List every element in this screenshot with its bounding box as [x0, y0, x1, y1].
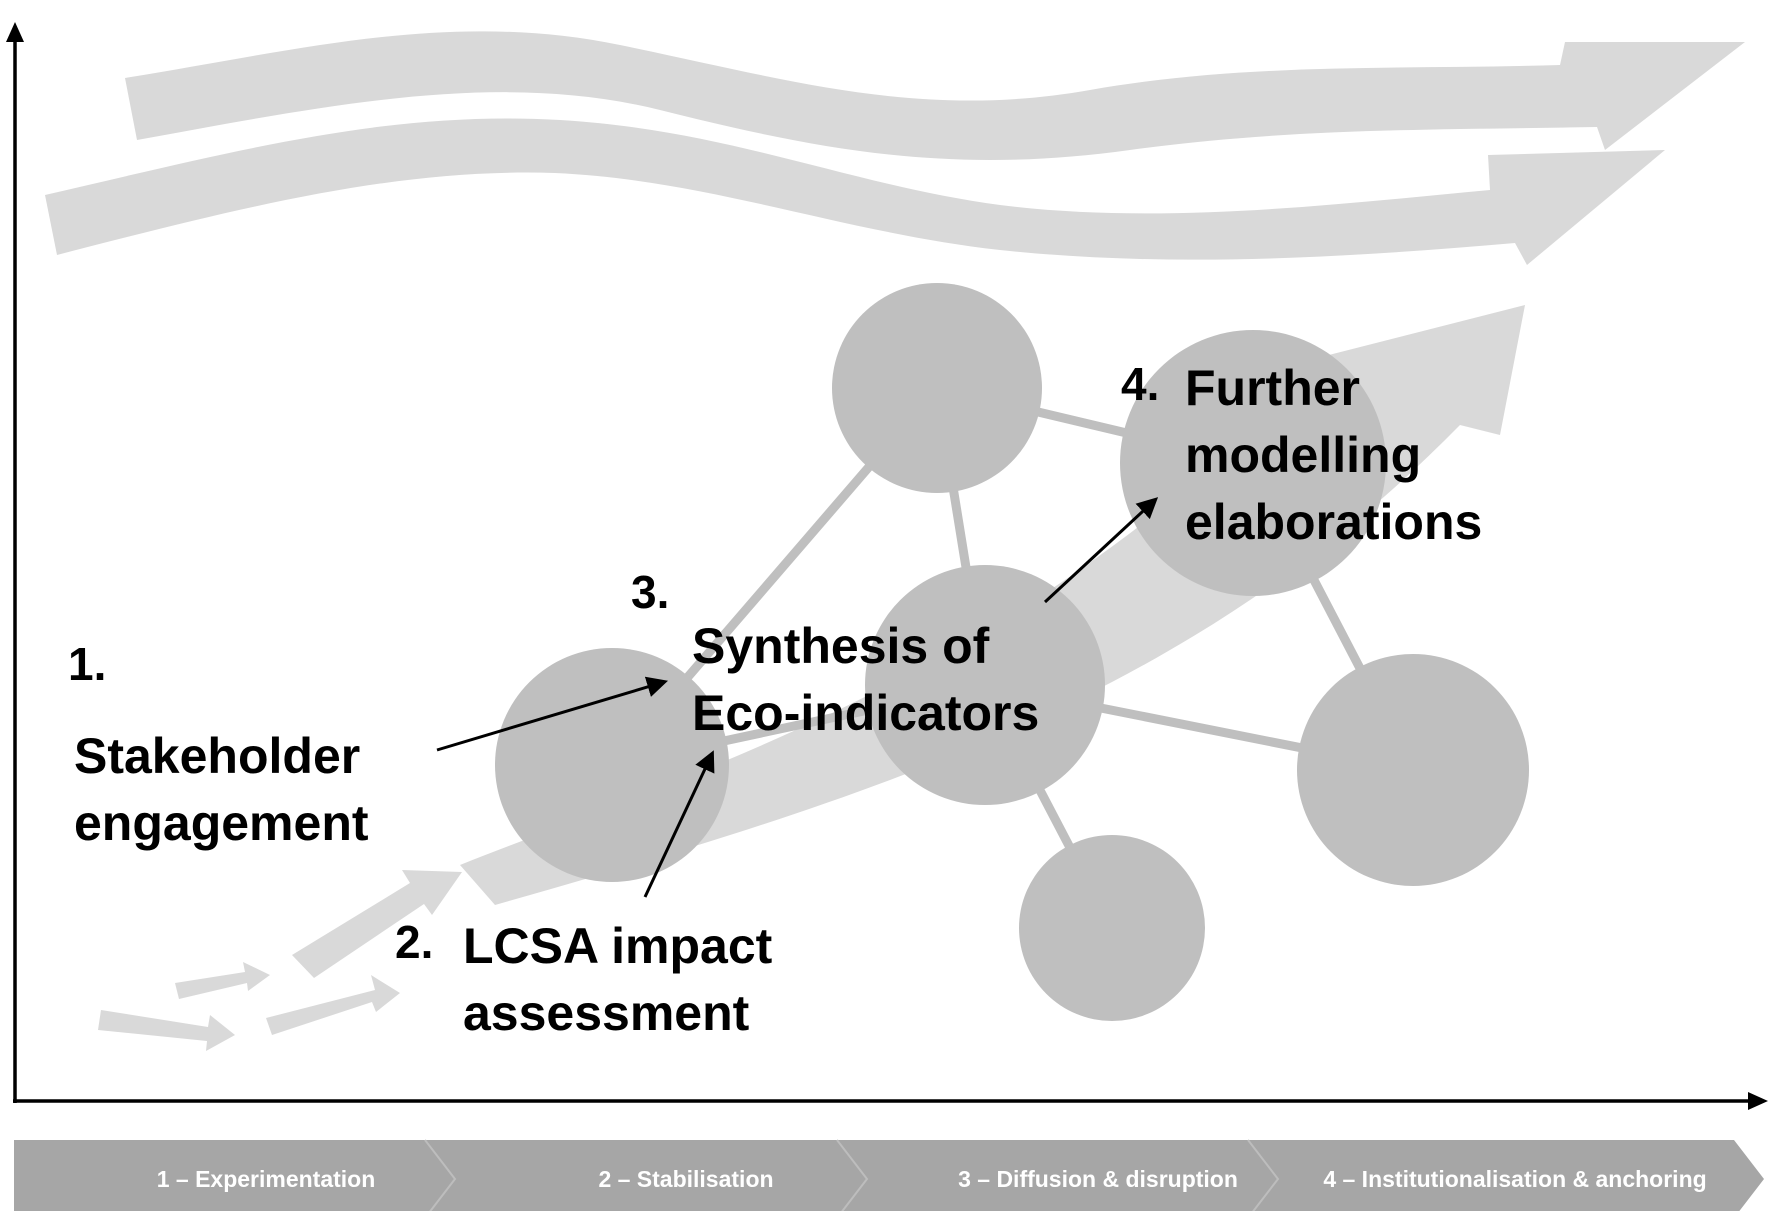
step-2-label-line-1: LCSA impact: [463, 918, 773, 974]
step-4-number: 4.: [1121, 358, 1159, 410]
phase-label-2: 2 – Stabilisation: [598, 1166, 773, 1192]
node-upper-right: [1120, 330, 1386, 596]
node-center: [865, 565, 1105, 805]
step-2-number: 2.: [395, 916, 433, 968]
step-1-label-line-2: engagement: [74, 795, 369, 851]
step-3-number: 3.: [631, 566, 669, 618]
axes: [6, 22, 1768, 1110]
node-right: [1297, 654, 1529, 886]
step-1-label-line-1: Stakeholder: [74, 728, 360, 784]
node-top: [832, 283, 1042, 493]
pointer-arrow-3-to-4: [1043, 497, 1159, 604]
step-4-label-line-1: Further: [1185, 360, 1360, 416]
step-4-label-line-3: elaborations: [1185, 494, 1482, 550]
landscape-arrows: [45, 31, 1745, 265]
phase-label-4: 4 – Institutionalisation & anchoring: [1323, 1166, 1706, 1192]
phase-label-1: 1 – Experimentation: [157, 1166, 376, 1192]
step-3-label-line-1: Synthesis of: [692, 618, 990, 674]
step-2-label-line-2: assessment: [463, 985, 750, 1041]
phase-bar: 1 – Experimentation 2 – Stabilisation 3 …: [14, 1139, 1764, 1211]
phase-segment-4: [1248, 1140, 1764, 1211]
phase-segment-1: [14, 1140, 455, 1211]
phase-segment-3: [837, 1140, 1278, 1211]
pointer-arrows: [436, 497, 1159, 898]
network-nodes: [495, 283, 1529, 1021]
pointer-arrow-2-to-3: [643, 750, 715, 898]
step-1-number: 1.: [68, 638, 106, 690]
step-4-label-line-2: modelling: [1185, 427, 1421, 483]
phase-dividers: [424, 1139, 1280, 1211]
step-3-label-line-2: Eco-indicators: [692, 685, 1039, 741]
niche-arrow-3: [266, 975, 400, 1035]
niche-arrow-2: [175, 962, 270, 999]
landscape-arrow-upper: [125, 31, 1745, 161]
niche-arrow-4: [292, 870, 462, 978]
landscape-arrow-lower: [45, 118, 1665, 265]
step-labels: 1. Stakeholder engagement 2. LCSA impact…: [68, 358, 1482, 1041]
niche-arrow-1: [98, 1010, 235, 1051]
phase-label-3: 3 – Diffusion & disruption: [958, 1166, 1238, 1192]
phase-segment-2: [425, 1140, 867, 1211]
y-axis-arrowhead: [6, 22, 24, 42]
node-left: [495, 648, 729, 882]
pointer-arrow-1-to-3: [436, 676, 669, 752]
x-axis-arrowhead: [1748, 1092, 1768, 1110]
node-bottom: [1019, 835, 1205, 1021]
